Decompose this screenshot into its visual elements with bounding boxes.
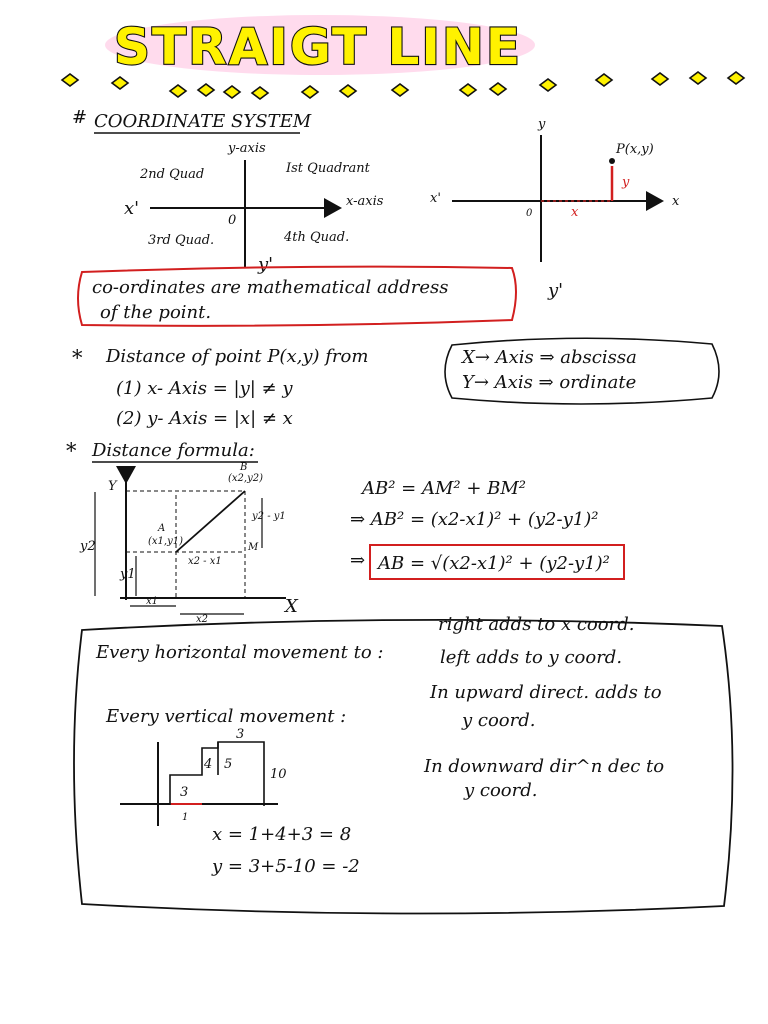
vertical-movement-label: Every vertical movement : xyxy=(105,706,346,727)
bullet-star-2: * xyxy=(66,439,77,463)
point-a-label: A xyxy=(157,523,165,534)
step-label-e: 10 xyxy=(270,767,287,782)
quadrant-4-label: 4th Quad. xyxy=(283,230,349,245)
y-axis-label: y-axis xyxy=(227,141,266,156)
title-glow xyxy=(105,15,535,75)
point-p-label: P(x,y) xyxy=(615,142,654,157)
x-prime-label: x' xyxy=(124,198,139,219)
movement-cloud xyxy=(73,618,734,915)
ordinate-term: Y→ Axis ⇒ ordinate xyxy=(462,372,636,393)
diagram-x-label: X xyxy=(283,596,299,617)
quadrant-3-label: 3rd Quad. xyxy=(148,233,214,248)
formula-eq-1: AB² = AM² + BM² xyxy=(360,478,526,499)
definition-line-2: of the point. xyxy=(100,302,211,323)
y2-label: y2 xyxy=(79,539,96,554)
formula-eq-2: ⇒ AB² = (x2-x1)² + (y2-y1)² xyxy=(350,509,598,530)
point-b-label: B xyxy=(239,462,247,473)
page-title: STRAIGT LINE xyxy=(114,18,522,76)
definition-line-1: co-ordinates are mathematical address xyxy=(92,277,448,298)
distance-item-y-axis: (2) y- Axis = |x| ≠ x xyxy=(116,408,293,429)
diagram-y-label: Y xyxy=(108,479,118,494)
point-m-label: M xyxy=(247,542,259,553)
vertical-down-rule-1: In downward dir^n dec to xyxy=(423,756,664,777)
diamond-row-decoration xyxy=(60,71,746,100)
point-a-coords: (x1,y1) xyxy=(148,536,183,547)
quadrant-1-label: Ist Quadrant xyxy=(285,161,371,176)
y-distance-label: y xyxy=(621,175,630,190)
terms-cloud xyxy=(444,337,720,405)
horizontal-left-rule: left adds to y coord. xyxy=(440,647,622,668)
horizontal-diff-label: x2 - x1 xyxy=(188,556,222,567)
step-label-a: 3 xyxy=(180,785,188,800)
vertical-up-rule-1: In upward direct. adds to xyxy=(429,682,662,703)
step-label-c: 5 xyxy=(224,757,232,772)
y-prime-label: y' xyxy=(257,254,273,275)
vertical-down-rule-2: y coord. xyxy=(463,780,538,801)
vertical-diff-label: y2 - y1 xyxy=(251,511,286,522)
definition-box xyxy=(77,265,517,327)
distance-from-heading: Distance of point P(x,y) from xyxy=(105,346,368,367)
step-label-d: 3 xyxy=(236,727,244,742)
formula-eq-3-prefix: ⇒ xyxy=(350,550,365,571)
y-prime-label-right: y' xyxy=(547,280,563,301)
y1-label: y1 xyxy=(119,567,136,582)
hash-symbol: # xyxy=(72,107,87,128)
movement-step-diagram: 3 4 5 3 10 1 xyxy=(120,727,287,826)
x-axis-label: x-axis xyxy=(346,194,384,209)
step-label-f: 1 xyxy=(182,812,188,823)
formula-eq-3: AB = √(x2-x1)² + (y2-y1)² xyxy=(376,553,610,574)
abscissa-term: X→ Axis ⇒ abscissa xyxy=(460,347,637,368)
final-formula-box xyxy=(369,544,625,580)
step-label-b: 4 xyxy=(203,757,212,772)
vertical-up-rule-2: y coord. xyxy=(461,710,536,731)
origin-label-right: 0 xyxy=(526,208,533,219)
calc-y: y = 3+5-10 = -2 xyxy=(211,856,360,877)
distance-formula-diagram: Y X B (x2,y2) A (x1,y1) M x2 - x1 y2 - y… xyxy=(79,462,299,625)
point-p-diagram: y P(x,y) y x x x' 0 y' xyxy=(430,117,680,301)
origin-label: 0 xyxy=(228,213,236,228)
quadrant-2-label: 2nd Quad xyxy=(139,167,204,182)
horizontal-movement-label: Every horizontal movement to : xyxy=(95,642,383,663)
distance-formula-heading: Distance formula: xyxy=(91,440,255,461)
x-prime-label-right: x' xyxy=(430,191,441,206)
calc-x: x = 1+4+3 = 8 xyxy=(212,824,351,845)
quadrant-diagram: y-axis x-axis x' y' 0 Ist Quadrant 2nd Q… xyxy=(124,141,384,275)
x1-label: x1 xyxy=(146,596,158,607)
x-label-right: x xyxy=(672,194,680,209)
x-distance-label: x xyxy=(571,205,579,220)
x2-label: x2 xyxy=(196,614,208,625)
y-label-right: y xyxy=(537,117,546,132)
section-heading-coordinate-system: COORDINATE SYSTEM xyxy=(94,111,312,132)
distance-item-x-axis: (1) x- Axis = |y| ≠ y xyxy=(116,378,293,399)
point-b-coords: (x2,y2) xyxy=(228,473,263,484)
bullet-star: * xyxy=(72,346,83,370)
horizontal-right-rule: right adds to x coord. xyxy=(438,614,634,635)
